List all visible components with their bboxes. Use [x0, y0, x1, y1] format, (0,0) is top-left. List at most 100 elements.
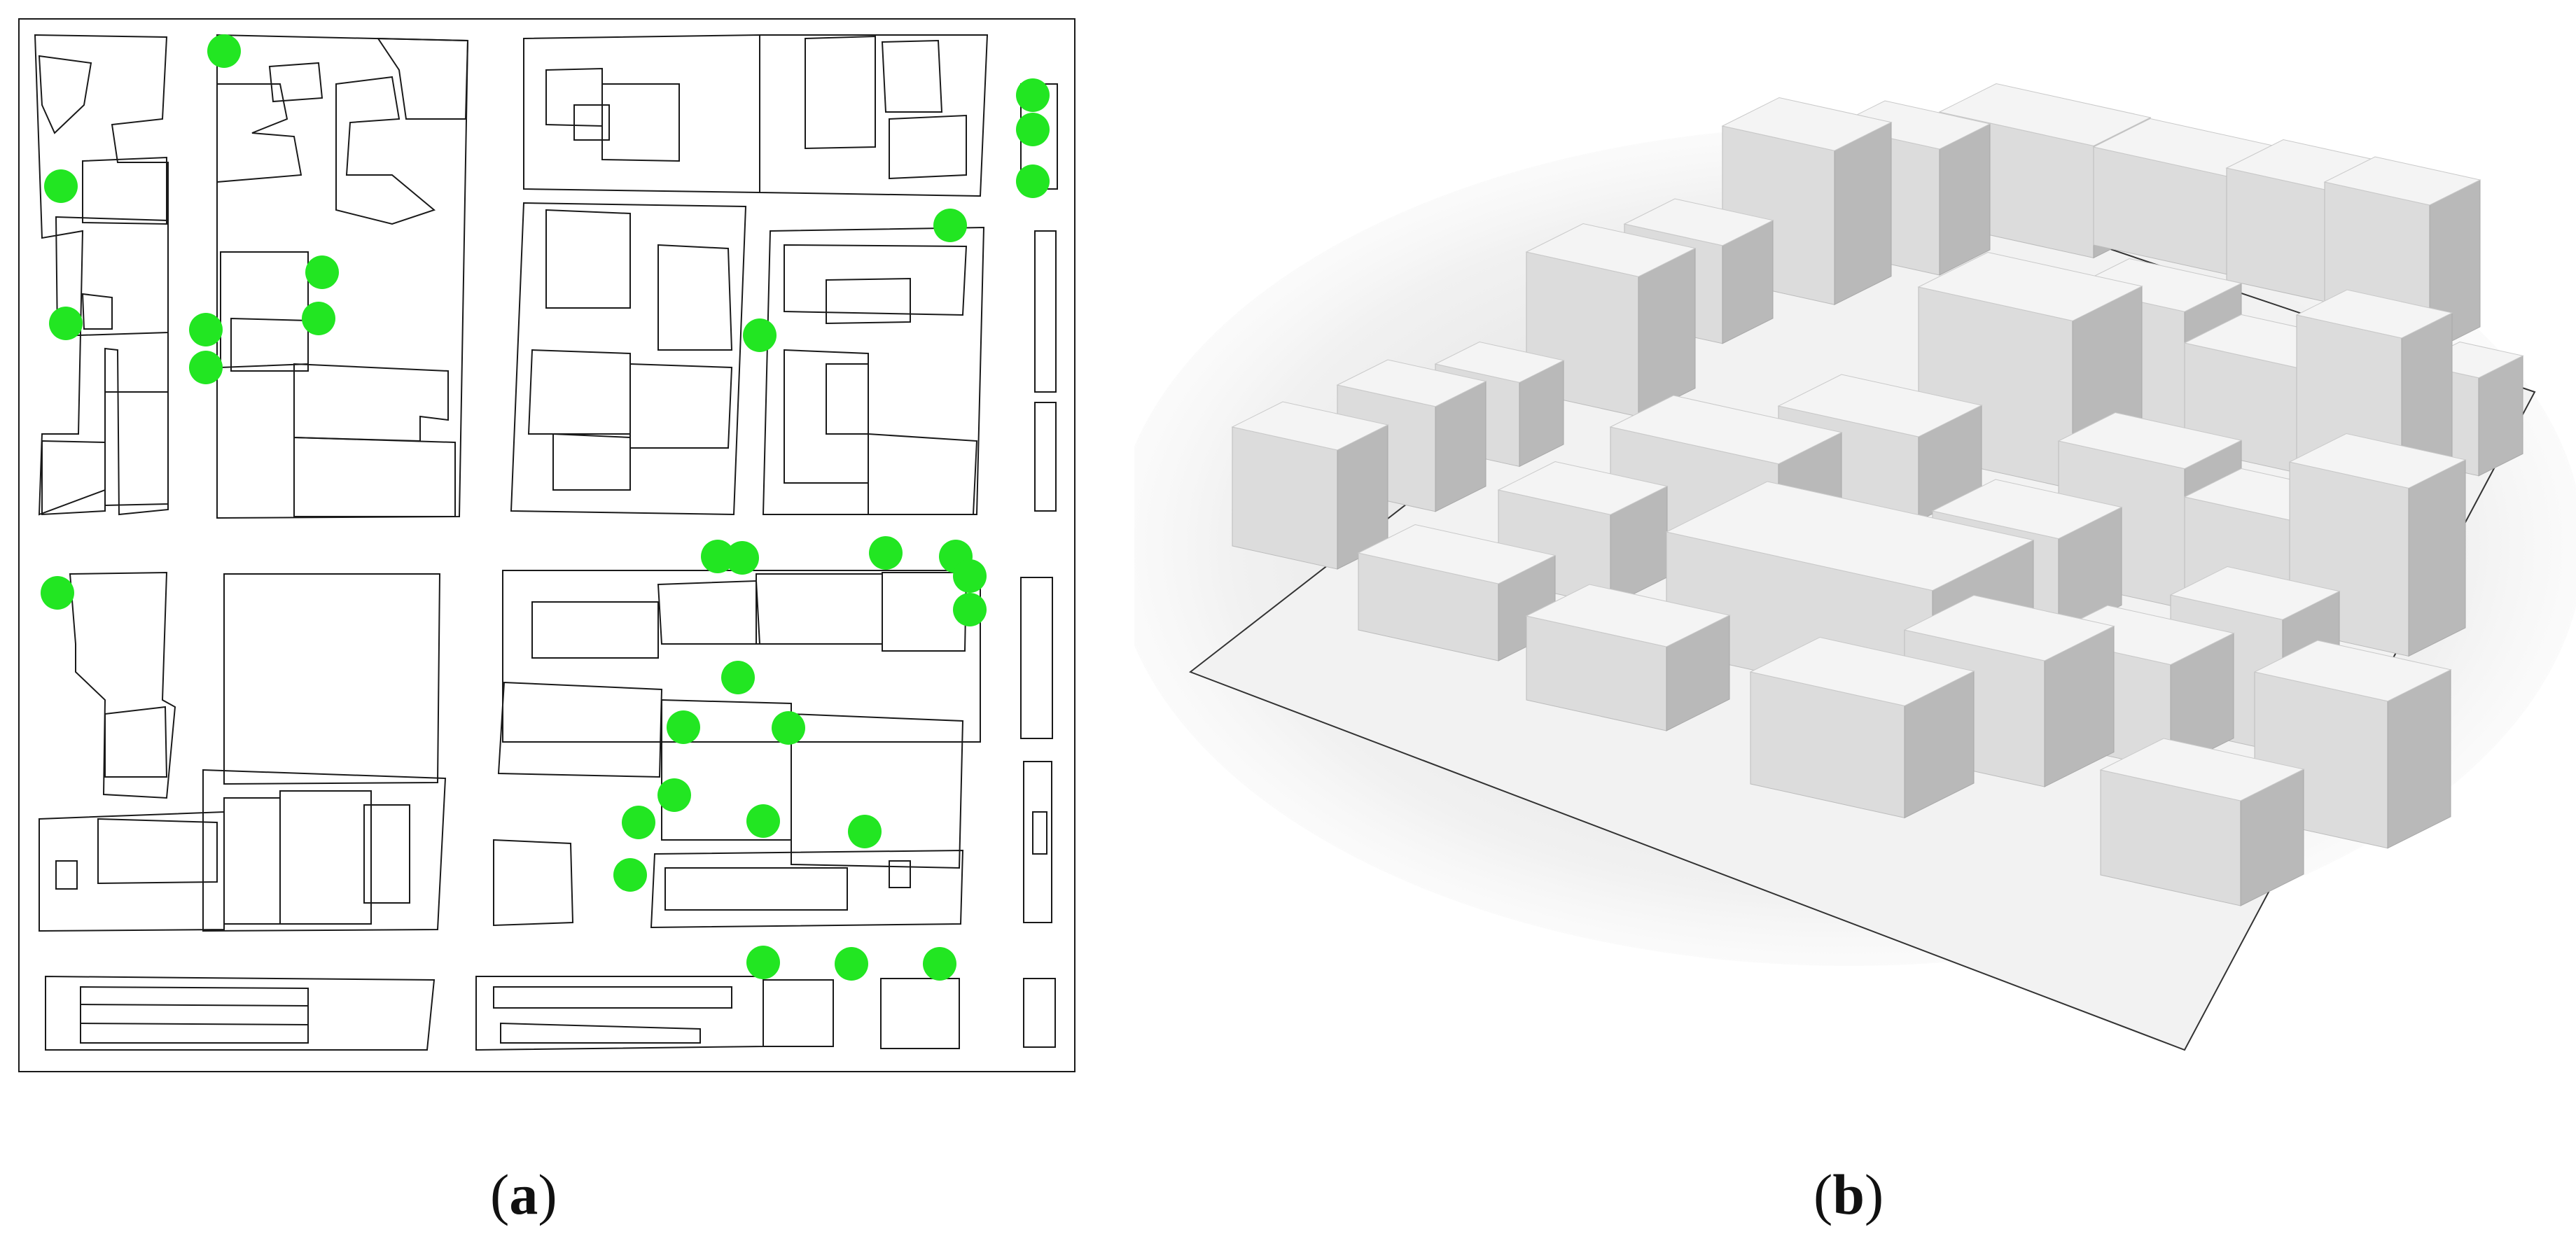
caption-b: (b)	[1813, 1162, 1884, 1228]
footprint	[268, 62, 323, 103]
footprint	[889, 114, 967, 180]
footprint	[826, 277, 911, 325]
footprint	[497, 681, 663, 778]
3d-massing-render	[1134, 83, 2576, 1051]
green-marker	[923, 947, 956, 981]
footprint	[80, 986, 309, 1044]
building-roof	[1721, 97, 1893, 151]
building-roof	[1497, 461, 1669, 515]
building-roof	[1749, 636, 1975, 706]
site-plan-diagram	[18, 18, 1075, 1072]
building-roof	[2099, 738, 2305, 801]
green-marker	[953, 593, 987, 626]
footprint	[882, 572, 968, 652]
footprint	[523, 34, 760, 194]
footprint	[493, 986, 732, 1009]
footprint	[279, 790, 372, 925]
footprint	[868, 433, 978, 515]
green-marker	[953, 559, 987, 593]
green-marker	[613, 858, 647, 892]
footprint	[826, 363, 869, 435]
building-roof	[1231, 401, 1389, 451]
footprint	[293, 436, 456, 517]
footprint	[756, 573, 883, 645]
green-marker	[1016, 164, 1050, 198]
footprint	[104, 706, 168, 778]
green-marker	[657, 778, 691, 812]
green-marker	[869, 536, 903, 570]
building-roof	[2071, 258, 2243, 312]
footprint	[293, 363, 449, 442]
green-marker	[667, 710, 700, 744]
green-marker	[622, 806, 655, 839]
footprint	[552, 433, 631, 491]
footprint	[1023, 978, 1056, 1048]
footprint	[880, 978, 960, 1049]
footprint	[545, 209, 631, 309]
footprint	[220, 251, 309, 369]
footprint	[1023, 761, 1052, 923]
green-marker	[772, 711, 805, 745]
footprint	[493, 839, 574, 927]
green-marker	[1016, 113, 1050, 146]
footprint	[763, 979, 834, 1047]
footprint	[202, 769, 447, 932]
green-marker	[721, 661, 755, 694]
building-roof	[2057, 412, 2243, 470]
footprint	[69, 571, 176, 799]
green-marker	[701, 540, 734, 573]
footprint	[889, 860, 911, 888]
caption-a-letter: a	[509, 1163, 538, 1226]
footprint	[230, 317, 309, 372]
footprint	[881, 39, 943, 113]
footprint	[38, 55, 92, 134]
footprint	[650, 849, 964, 929]
building-roof	[1623, 198, 1774, 246]
green-marker	[305, 255, 339, 289]
green-markers	[41, 34, 1050, 981]
green-marker	[743, 318, 777, 352]
building-roof	[1357, 524, 1557, 584]
building-roof	[2295, 289, 2453, 339]
footprint	[759, 34, 989, 197]
caption-b-open: (	[1813, 1163, 1833, 1226]
building-roof	[1665, 481, 2035, 591]
building-front-face	[1232, 426, 1338, 570]
caption-a-close: )	[538, 1163, 557, 1226]
footprint	[216, 34, 469, 519]
footprint	[784, 244, 968, 316]
building-roof	[2288, 433, 2467, 489]
building-roof	[2323, 156, 2481, 206]
footprint	[573, 104, 610, 141]
massing-blocks	[1231, 83, 2524, 906]
building-roof	[1525, 223, 1697, 277]
footprint	[104, 391, 169, 507]
green-marker	[44, 169, 78, 203]
caption-b-letter: b	[1832, 1163, 1865, 1226]
footprint	[81, 293, 113, 330]
footprint	[791, 713, 964, 869]
building-roof	[1931, 479, 2123, 540]
building-roof	[1336, 359, 1487, 407]
footprint	[1020, 577, 1053, 739]
footprint	[34, 34, 169, 516]
green-marker	[933, 209, 967, 242]
green-marker	[848, 815, 882, 848]
building-side-face	[1638, 247, 1696, 418]
footprint-divider	[80, 1004, 309, 1007]
footprint	[335, 76, 436, 225]
footprint	[55, 216, 169, 337]
building-roof	[2043, 605, 2235, 666]
green-marker	[189, 313, 223, 346]
green-marker	[835, 947, 868, 981]
footprint	[500, 1022, 701, 1044]
footprint	[664, 867, 848, 911]
footprint	[39, 811, 225, 932]
footprint	[657, 244, 733, 351]
footprint	[1034, 230, 1057, 393]
building-roof	[1434, 341, 1565, 383]
footprint	[527, 349, 631, 435]
building-roof	[1938, 83, 2152, 146]
building-roof	[1917, 251, 2143, 321]
building-footprints	[34, 34, 1058, 1051]
